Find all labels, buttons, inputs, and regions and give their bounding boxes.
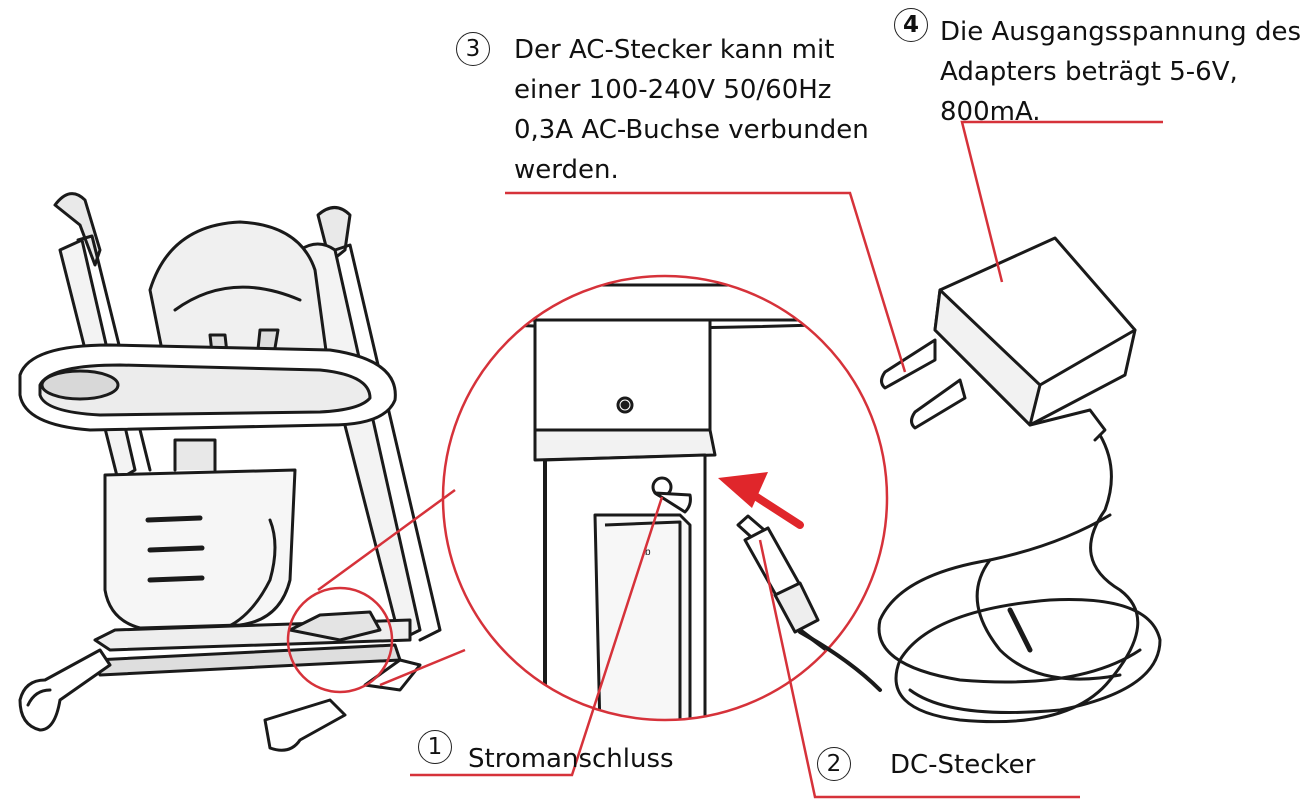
high-chair-drawing bbox=[18, 192, 442, 752]
callout-number-1: 1 bbox=[418, 730, 452, 764]
leader-line-2 bbox=[758, 539, 1080, 799]
callout-4-line-3: 800mA. bbox=[940, 97, 1041, 127]
callout-number-2: 2 bbox=[817, 747, 851, 781]
leader-lines bbox=[410, 120, 1163, 799]
callout-3-line-4: werden. bbox=[514, 155, 619, 185]
magnify-circle bbox=[441, 274, 889, 722]
callout-number-3: 3 bbox=[456, 32, 490, 66]
magnify-connector-top bbox=[317, 488, 456, 592]
leader-line-1 bbox=[410, 496, 664, 777]
insert-direction-arrow bbox=[718, 472, 804, 529]
detail-source-circle bbox=[286, 586, 394, 694]
svg-text:b: b bbox=[645, 547, 651, 558]
callout-4-line-1: Die Ausgangsspannung des bbox=[940, 17, 1301, 47]
callout-text-4: Die Ausgangsspannung des Adapters beträg… bbox=[940, 12, 1301, 132]
callout-3-line-3: 0,3A AC-Buchse verbunden bbox=[514, 115, 869, 145]
callout-4-line-2: Adapters beträgt 5-6V, bbox=[940, 57, 1238, 87]
callout-3-line-1: Der AC-Stecker kann mit bbox=[514, 35, 835, 65]
magnify-connector-bottom bbox=[379, 648, 466, 687]
leader-line-4 bbox=[960, 120, 1163, 283]
magnified-detail: b bbox=[443, 283, 887, 720]
callout-text-2: DC-Stecker bbox=[890, 750, 1036, 780]
callout-text-3: Der AC-Stecker kann mit einer 100-240V 5… bbox=[514, 30, 869, 190]
callout-number-4: 4 bbox=[894, 8, 928, 42]
leader-line-3 bbox=[505, 191, 907, 373]
power-adapter-drawing bbox=[798, 236, 1162, 724]
callout-3-line-2: einer 100-240V 50/60Hz bbox=[514, 75, 832, 105]
callout-text-1: Stromanschluss bbox=[468, 744, 674, 774]
